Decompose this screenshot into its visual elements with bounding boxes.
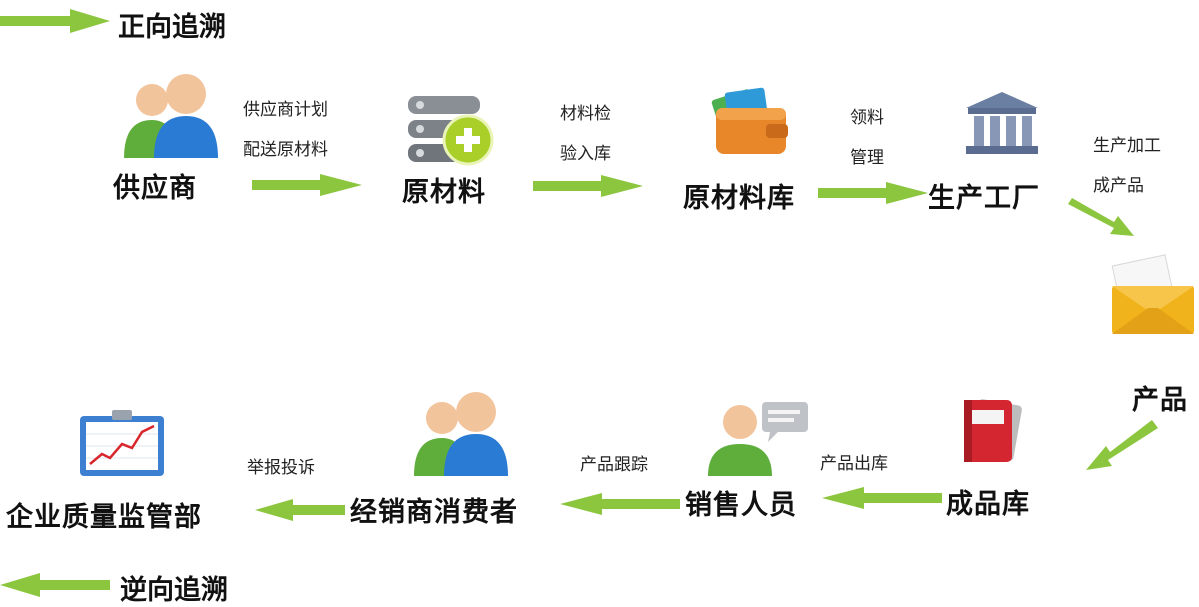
edge-label-line: 举报投诉: [247, 458, 315, 478]
edge-label-line: 管理: [850, 148, 884, 168]
raw-material-node-label: 原材料: [402, 177, 486, 208]
forward-trace-label: 正向追溯: [118, 12, 226, 43]
flow-arrow-right: [818, 182, 928, 204]
regulator-node-label: 企业质量监管部: [6, 502, 202, 533]
flow-arrow-left: [822, 487, 942, 509]
users-icon: [414, 392, 508, 476]
reverse-legend-arrow: [0, 573, 110, 597]
forward-legend-arrow: [0, 9, 110, 33]
finished-warehouse-node-label: 成品库: [946, 489, 1030, 520]
sales-node-label: 销售人员: [685, 490, 797, 521]
product-node-label: 产品: [1132, 385, 1188, 416]
edge-label-line: 生产加工: [1093, 136, 1161, 156]
wallet-icon: [711, 87, 788, 154]
flow-arrow-right: [533, 175, 643, 197]
edge-label-line: 配送原材料: [243, 140, 328, 160]
flow-arrow-diagonal-down: [1068, 198, 1134, 236]
chart-clipboard-icon: [80, 410, 164, 476]
supplier-node-label: 供应商: [113, 173, 197, 204]
bank-building-icon: [966, 92, 1038, 154]
server-add-icon: [408, 96, 494, 166]
flow-arrow-left: [255, 499, 345, 521]
edge-label-line: 领料: [850, 108, 884, 128]
edge-label-line: 供应商计划: [243, 100, 328, 120]
edge-label-line: 材料检: [560, 104, 611, 124]
raw-warehouse-node-label: 原材料库: [683, 183, 795, 214]
factory-node-label: 生产工厂: [928, 183, 1040, 214]
edge-label-line: 成产品: [1093, 176, 1144, 196]
consumer-node-label: 经销商消费者: [350, 497, 518, 528]
user-chat-icon: [708, 402, 808, 476]
flow-arrow-left: [560, 493, 680, 515]
reverse-trace-label: 逆向追溯: [120, 575, 228, 606]
red-notebook-icon: [964, 399, 1022, 462]
edge-label-line: 验入库: [560, 144, 611, 164]
edge-label-line: 产品出库: [820, 454, 888, 474]
flow-arrow-right: [252, 174, 362, 196]
flow-arrow-diagonal-down-left: [1086, 420, 1158, 470]
edge-label-line: 产品跟踪: [580, 455, 648, 475]
envelope-icon: [1111, 254, 1194, 334]
users-icon: [124, 74, 218, 158]
